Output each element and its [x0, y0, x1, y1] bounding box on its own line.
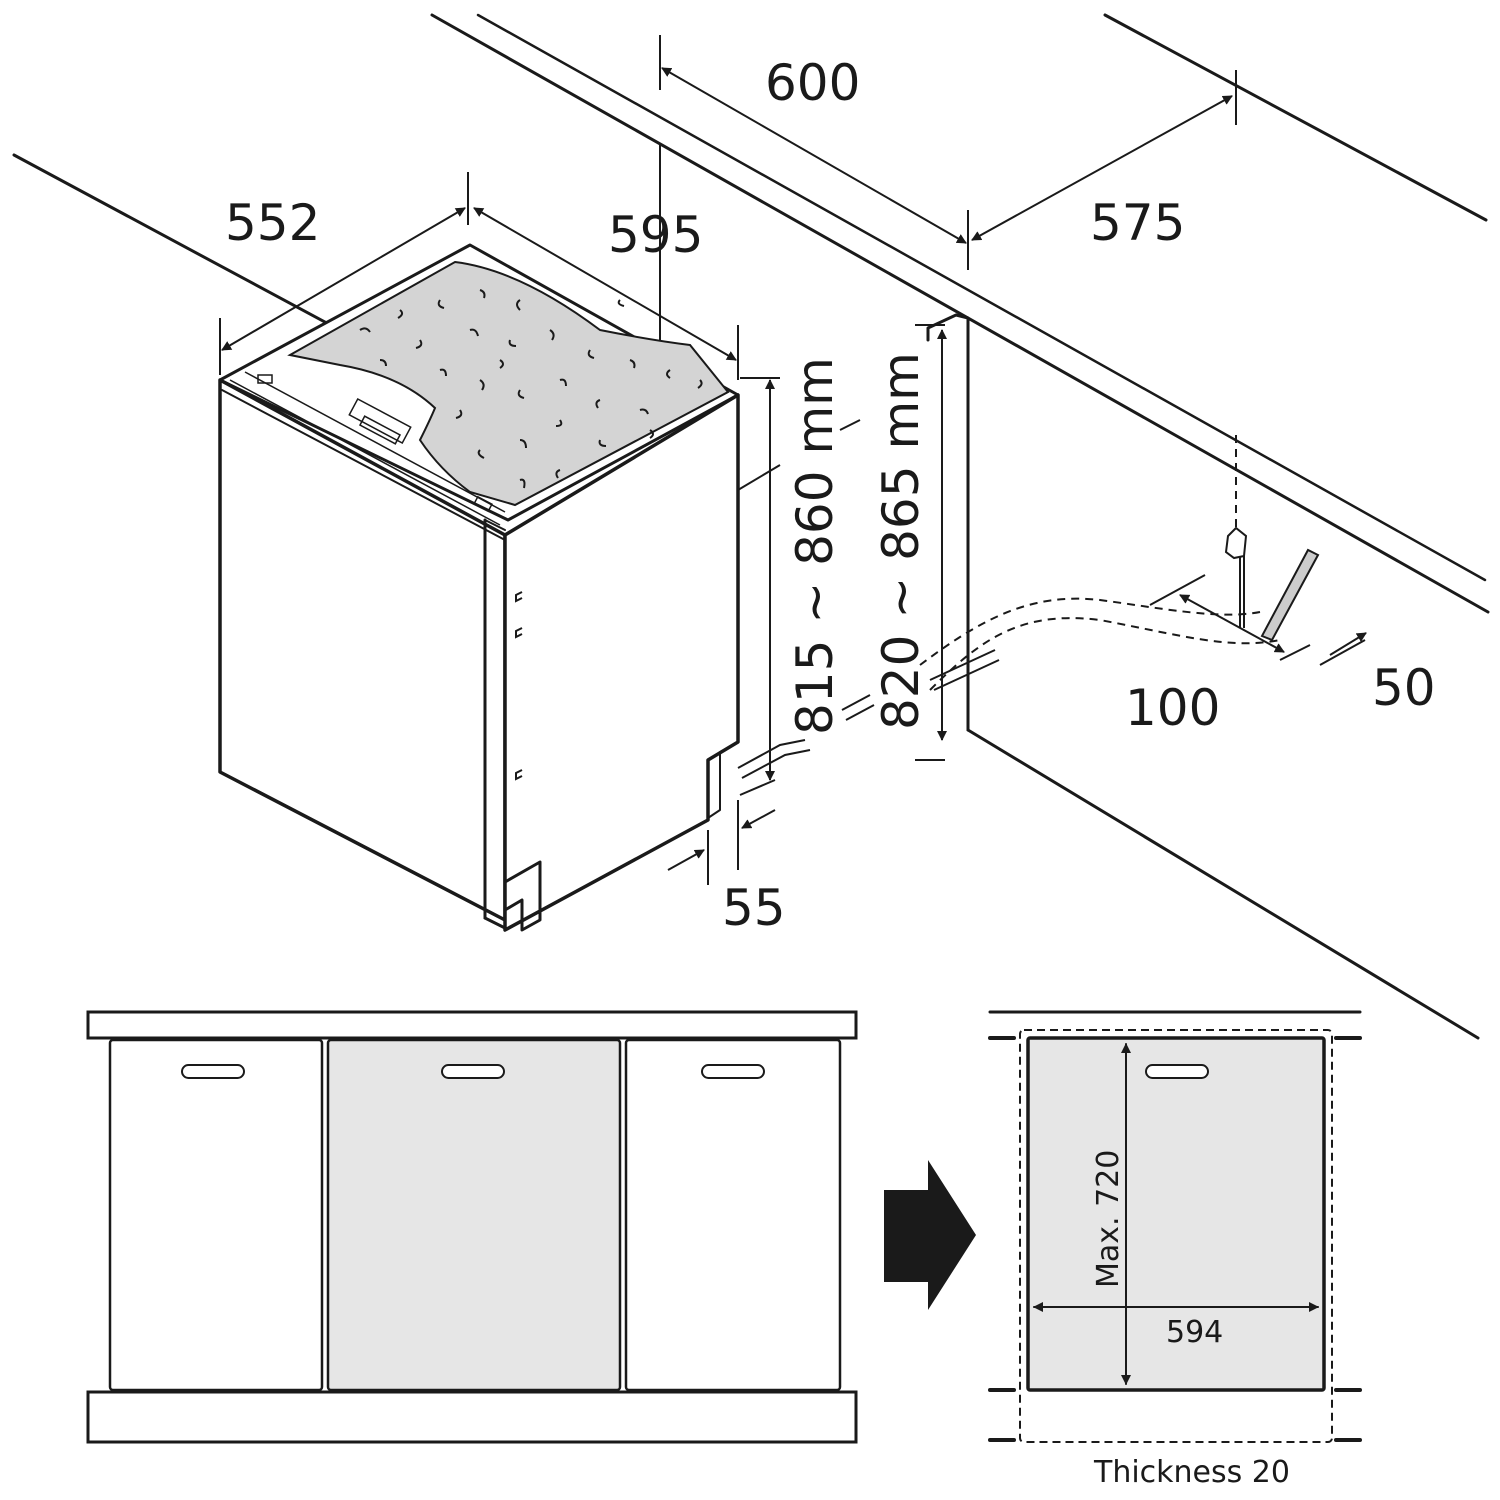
dishwasher-front [326, 1038, 622, 1392]
dim-niche-width: 575 [1090, 194, 1185, 252]
handle-left [181, 1064, 245, 1079]
cabinet-left [108, 1038, 324, 1392]
cabinet-right [624, 1038, 842, 1392]
dim-cabinet-depth: 600 [765, 54, 860, 112]
door-height-label: Max. 720 [1091, 1150, 1126, 1288]
dim-hose-side: 50 [1372, 659, 1436, 717]
door-width-label: 594 [1166, 1315, 1223, 1350]
dim-appliance-width: 595 [608, 206, 703, 264]
door-panel-detail [988, 1010, 1362, 1443]
kitchen-row [86, 1010, 858, 1444]
door-panel-outline [1019, 1029, 1333, 1443]
handle-right [701, 1064, 765, 1079]
handle-center [441, 1064, 505, 1079]
dim-appliance-depth: 552 [225, 194, 320, 252]
arrow-right-icon [884, 1160, 976, 1310]
dim-plinth-depth: 55 [722, 879, 786, 937]
door-thickness-label: Thickness 20 [1093, 1455, 1290, 1490]
door-panel-handle [1145, 1064, 1209, 1079]
dim-niche-height: 820 ~ 865 mm [872, 352, 930, 730]
drain-hose-path [929, 617, 1281, 691]
dimension-lines [219, 35, 1367, 885]
water-hose-icon [1260, 548, 1320, 642]
wall-lines [12, 13, 1490, 1040]
dim-appliance-height: 815 ~ 860 mm [786, 357, 844, 735]
plinth [86, 1390, 858, 1444]
hinge-marks [515, 591, 523, 781]
control-strip [229, 371, 506, 526]
dim-hose-offset: 100 [1125, 679, 1220, 737]
hose-rib [737, 649, 1000, 779]
countertop [86, 1010, 858, 1040]
dishwasher-body [218, 243, 740, 932]
water-hose-path [919, 597, 1261, 666]
